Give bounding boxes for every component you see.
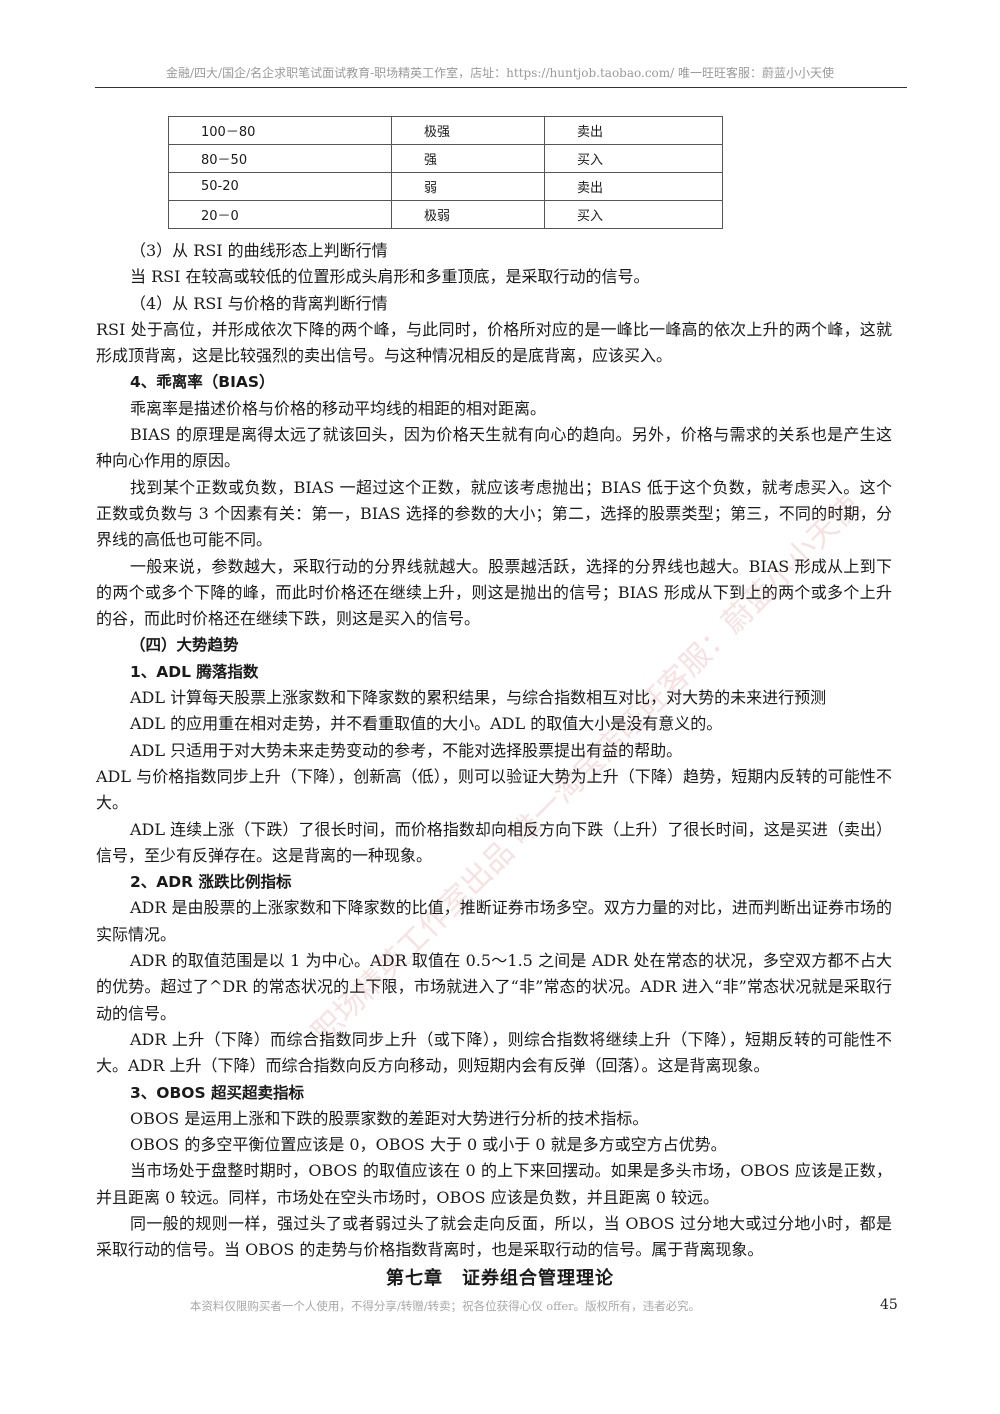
paragraph: 找到某个正数或负数，BIAS 一超过这个正数，就应该考虑抛出；BIAS 低于这个… bbox=[96, 477, 892, 550]
paragraph: ADL 只适用于对大势未来走势变动的参考，不能对选择股票提出有益的帮助。 bbox=[130, 740, 683, 760]
paragraph: RSI 处于高位，并形成依次下降的两个峰，与此同时，价格所对应的是一峰比一峰高的… bbox=[96, 319, 892, 366]
paragraph: （4）从 RSI 与价格的背离判断行情 bbox=[130, 293, 388, 313]
table-cell: 买入 bbox=[544, 200, 723, 229]
section-heading: 3、OBOS 超买超卖指标 bbox=[130, 1083, 305, 1102]
table-cell: 极弱 bbox=[391, 200, 545, 229]
paragraph: 当 RSI 在较高或较低的位置形成头肩形和多重顶底，是采取行动的信号。 bbox=[130, 267, 650, 287]
paragraph: OBOS 的多空平衡位置应该是 0，OBOS 大于 0 或小于 0 就是多方或空… bbox=[130, 1135, 727, 1155]
paragraph: （3）从 RSI 的曲线形态上判断行情 bbox=[130, 241, 388, 260]
page-number: 45 bbox=[880, 1297, 898, 1313]
section-heading: （四）大势趋势 bbox=[130, 636, 239, 655]
section-heading: 4、乖离率（BIAS） bbox=[130, 373, 275, 392]
paragraph: BIAS 的原理是离得太远了就该回头，因为价格天生就有向心的趋向。另外，价格与需… bbox=[96, 425, 892, 471]
section-heading: 2、ADR 涨跌比例指标 bbox=[130, 873, 292, 892]
page-header: 金融/四大/国企/名企求职笔试面试教育-职场精英工作室，店址：https://h… bbox=[165, 66, 835, 80]
table-cell: 100－80 bbox=[168, 116, 392, 145]
page-footer: 本资料仅限购买者一个人使用，不得分享/转赠/转卖；祝各位获得心仪 offer。版… bbox=[189, 1299, 701, 1313]
paragraph: ADL 的应用重在相对走势，并不看重取值的大小。ADL 的取值大小是没有意义的。 bbox=[130, 714, 723, 734]
paragraph: ADR 是由股票的上涨家数和下降家数的比值，推断证券市场多空。双方力量的对比，进… bbox=[96, 898, 892, 944]
table-cell: 卖出 bbox=[544, 116, 723, 145]
body-text: （3）从 RSI 的曲线形态上判断行情当 RSI 在较高或较低的位置形成头肩形和… bbox=[96, 238, 892, 1264]
table-cell: 20－0 bbox=[168, 200, 392, 229]
table-cell: 强 bbox=[391, 144, 545, 173]
section-heading: 1、ADL 腾落指数 bbox=[130, 662, 259, 681]
paragraph: 一般来说，参数越大，采取行动的分界线就越大。股票越活跃，选择的分界线也越大。BI… bbox=[96, 556, 892, 629]
table-cell: 卖出 bbox=[544, 172, 723, 201]
table-cell: 弱 bbox=[391, 172, 545, 201]
table-cell: 极强 bbox=[391, 116, 545, 145]
paragraph: ADR 上升（下降）而综合指数同步上升（或下降），则综合指数将继续上升（下降），… bbox=[96, 1029, 892, 1076]
table-cell: 50-20 bbox=[168, 172, 392, 201]
paragraph: 同一般的规则一样，强过头了或者弱过头了就会走向反面，所以，当 OBOS 过分地大… bbox=[96, 1213, 892, 1260]
table-cell: 买入 bbox=[544, 144, 723, 173]
paragraph: ADL 计算每天股票上涨家数和下降家数的累积结果，与综合指数相互对比，对大势的未… bbox=[130, 688, 827, 708]
paragraph: OBOS 是运用上涨和下跌的股票家数的差距对大势进行分析的技术指标。 bbox=[130, 1108, 649, 1128]
header-divider bbox=[95, 87, 907, 88]
table-cell: 80－50 bbox=[168, 144, 392, 173]
paragraph: ADL 与价格指数同步上升（下降），创新高（低），则可以验证大势为上升（下降）趋… bbox=[96, 766, 892, 813]
paragraph: 当市场处于盘整时期时，OBOS 的取值应该在 0 的上下来回摆动。如果是多头市场… bbox=[96, 1161, 892, 1207]
chapter-title: 第七章 证券组合管理理论 bbox=[386, 1268, 614, 1289]
paragraph: 乖离率是描述价格与价格的移动平均线的相距的相对距离。 bbox=[130, 398, 547, 418]
paragraph: ADR 的取值范围是以 1 为中心。ADR 取值在 0.5～1.5 之间是 AD… bbox=[96, 951, 892, 1023]
paragraph: ADL 连续上涨（下跌）了很长时间，而价格指数却向相反方向下跌（上升）了很长时间… bbox=[96, 819, 892, 865]
